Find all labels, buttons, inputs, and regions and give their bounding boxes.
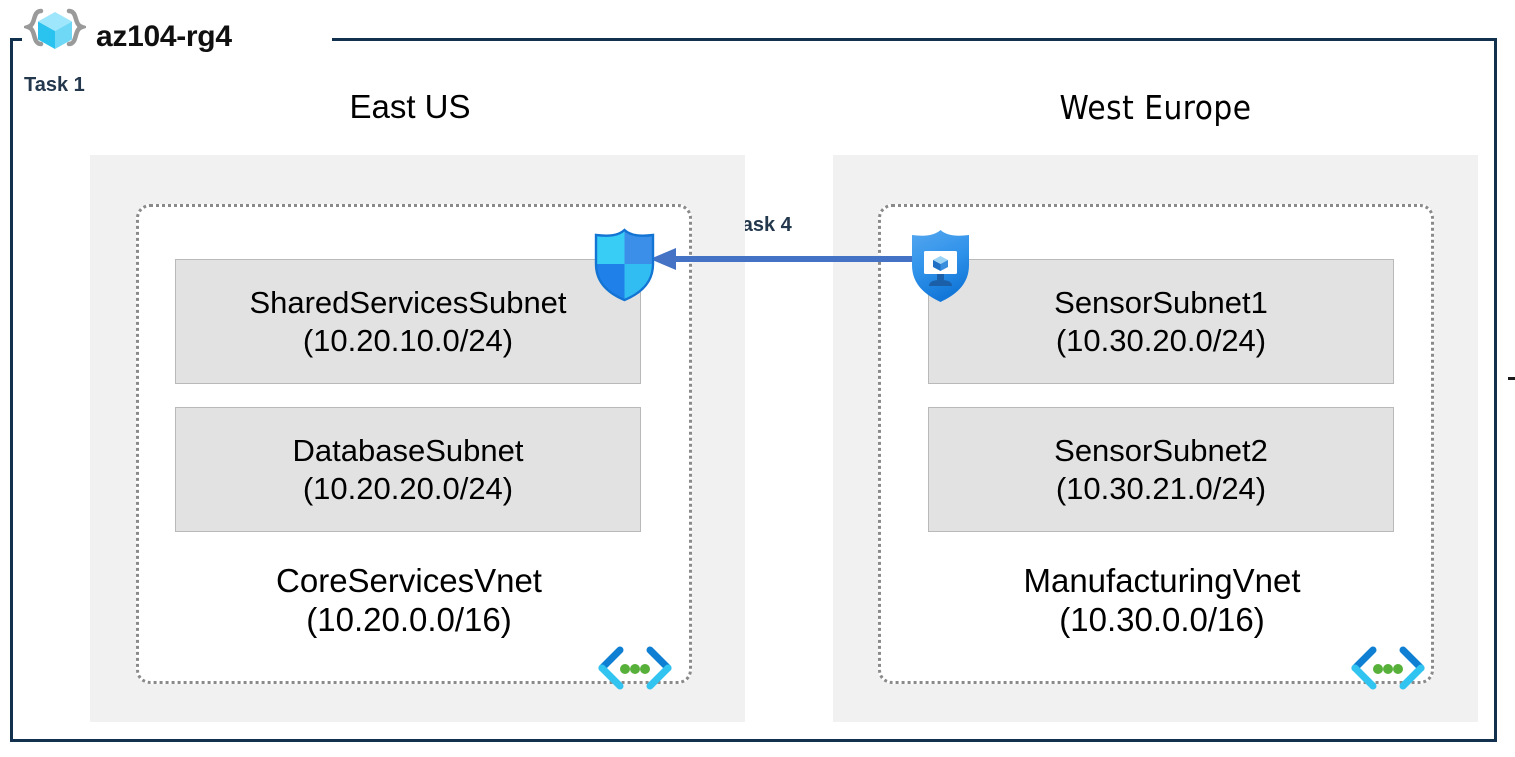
edge-tick-mark [1508, 377, 1515, 380]
vnet-cidr: (10.20.0.0/16) [306, 600, 512, 638]
resource-group-title-gap [22, 28, 332, 50]
subnet-name: DatabaseSubnet [292, 433, 524, 469]
subnet-shared-services: SharedServicesSubnet (10.20.10.0/24) [175, 259, 641, 384]
vnet-cidr: (10.30.0.0/16) [1059, 600, 1265, 638]
vnet-peering-arrow [650, 246, 922, 272]
vnet-core-services-caption: CoreServicesVnet (10.20.0.0/16) [176, 562, 642, 640]
resource-group-header: az104-rg4 [20, 8, 232, 66]
resource-group-name: az104-rg4 [96, 20, 232, 53]
subnet-name: SensorSubnet1 [1054, 285, 1268, 321]
region-title-west-europe: West Europe [1059, 88, 1252, 127]
subnet-name: SensorSubnet2 [1054, 433, 1268, 469]
vnet-name: ManufacturingVnet [1023, 562, 1301, 599]
subnet-cidr: (10.20.20.0/24) [302, 470, 514, 506]
network-security-group-shield-icon [591, 228, 658, 302]
resource-group-boundary [10, 38, 1497, 742]
virtual-network-icon [1349, 646, 1427, 690]
subnet-cidr: (10.30.21.0/24) [1055, 470, 1267, 506]
resource-group-cube-icon [20, 8, 90, 66]
subnet-sensor-1: SensorSubnet1 (10.30.20.0/24) [928, 259, 1394, 384]
region-title-east-us: East US [349, 88, 471, 125]
task-4-label: Task 4 [731, 214, 792, 236]
vnet-manufacturing-caption: ManufacturingVnet (10.30.0.0/16) [929, 562, 1395, 640]
subnet-cidr: (10.20.10.0/24) [302, 322, 514, 358]
vnet-name: CoreServicesVnet [276, 562, 542, 599]
virtual-network-icon [596, 646, 674, 690]
subnet-name: SharedServicesSubnet [249, 285, 567, 321]
subnet-sensor-2: SensorSubnet2 (10.30.21.0/24) [928, 407, 1394, 532]
subnet-cidr: (10.30.20.0/24) [1055, 322, 1267, 358]
task-1-label: Task 1 [24, 74, 85, 96]
subnet-database: DatabaseSubnet (10.20.20.0/24) [175, 407, 641, 532]
application-security-group-shield-icon [908, 228, 973, 304]
